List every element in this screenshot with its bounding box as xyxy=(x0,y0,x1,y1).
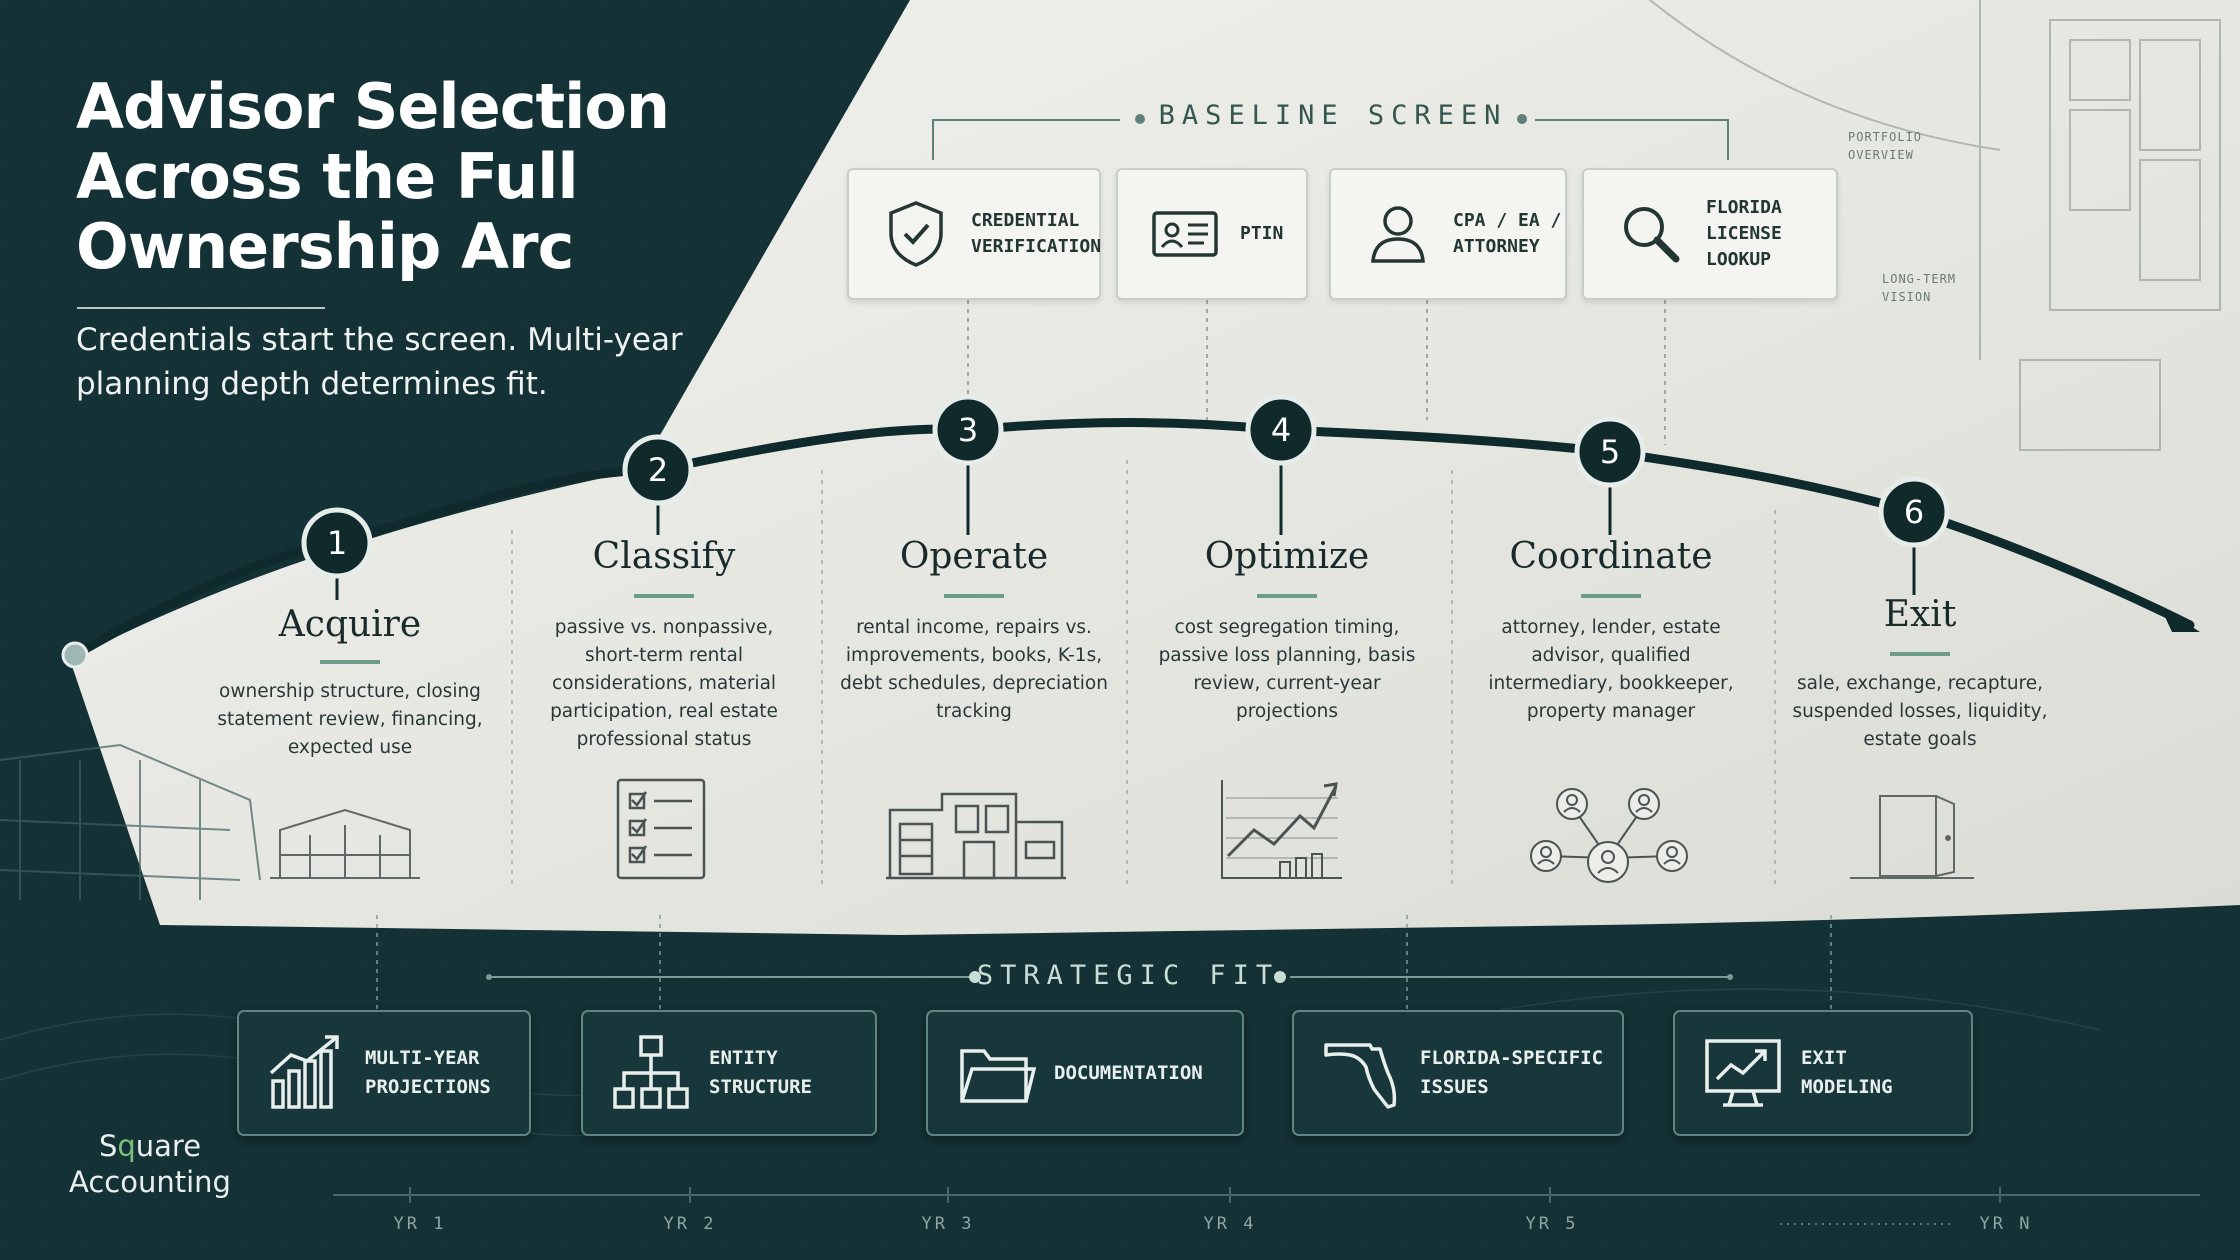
monitor-chart-icon xyxy=(1705,1039,1781,1107)
house-sketch xyxy=(0,743,261,900)
growth-chart-icon xyxy=(1221,780,1342,879)
timeline-year-n: YR N xyxy=(1979,1214,2033,1234)
network-people-icon xyxy=(1530,788,1688,883)
node-stems xyxy=(335,460,1916,600)
step-number-1: 1 xyxy=(326,524,348,562)
timeline-year-1: YR 1 xyxy=(393,1214,447,1234)
timeline-axis xyxy=(333,1187,2200,1203)
blueprint-sketch xyxy=(1649,0,2221,451)
page-title: Advisor Selection Across the Full Owners… xyxy=(76,70,670,283)
step-number-3: 3 xyxy=(957,411,979,449)
stage-desc-classify: passive vs. nonpassive, short-term renta… xyxy=(550,617,778,750)
stage-divider xyxy=(634,594,694,598)
baseline-card-florida-license: FLORIDA LICENSE LOOKUP xyxy=(1582,168,1838,300)
baseline-card-ptin: PTIN xyxy=(1116,168,1308,300)
logo-line-2: Accounting xyxy=(69,1165,231,1199)
stage-divider xyxy=(944,594,1004,598)
baseline-card-cpa: CPA / EA / ATTORNEY xyxy=(1329,168,1567,300)
shield-check-icon xyxy=(889,201,943,267)
bracket-dot-right xyxy=(1517,114,1527,124)
arc-start-dot xyxy=(61,641,89,669)
baseline-card-label: FLORIDA LICENSE LOOKUP xyxy=(1706,197,1782,270)
magnifier-icon xyxy=(1624,207,1680,263)
page-subtitle: Credentials start the screen. Multi-year… xyxy=(76,322,683,402)
strategic-card-projections: MULTI-YEAR PROJECTIONS xyxy=(237,1010,531,1136)
strategic-card-florida: FLORIDA-SPECIFIC ISSUES xyxy=(1292,1010,1624,1136)
strategic-card-label: DOCUMENTATION xyxy=(1054,1061,1203,1084)
ownership-arc xyxy=(70,418,2195,660)
strategic-card-label: ENTITY STRUCTURE xyxy=(709,1047,812,1098)
baseline-card-credential: CREDENTIAL VERIFICATION xyxy=(847,168,1101,300)
org-chart-icon xyxy=(613,1035,689,1109)
strategic-card-label: FLORIDA-SPECIFIC ISSUES xyxy=(1420,1047,1604,1098)
strategic-card-exit-modeling: EXIT MODELING xyxy=(1673,1010,1973,1136)
stage-title-exit: Exit xyxy=(1883,594,1957,635)
house-frame-icon xyxy=(270,808,420,879)
timeline-year-5: YR 5 xyxy=(1525,1214,1579,1234)
column-dividers xyxy=(511,460,1776,890)
stage-desc-exit: sale, exchange, recapture, suspended los… xyxy=(1792,673,2048,750)
baseline-bracket xyxy=(932,119,1729,160)
stage-divider xyxy=(1890,652,1950,656)
arc-arrowhead xyxy=(2160,606,2200,632)
step-number-6: 6 xyxy=(1903,493,1925,531)
step-number-5: 5 xyxy=(1599,433,1621,471)
stage-title-classify: Classify xyxy=(592,536,736,577)
strategic-heading: STRATEGIC FIT xyxy=(976,960,1280,991)
strategic-card-entity: ENTITY STRUCTURE xyxy=(581,1010,877,1136)
baseline-heading: BASELINE SCREEN xyxy=(1158,100,1508,131)
stage-desc-optimize: cost segregation timing, passive loss pl… xyxy=(1158,617,1416,722)
blueprint-note-portfolio: PORTFOLIO OVERVIEW xyxy=(1848,130,1923,162)
stage-desc-acquire: ownership structure, closing statement r… xyxy=(217,681,483,758)
stage-desc-operate: rental income, repairs vs. improvements,… xyxy=(840,617,1108,722)
stage-title-coordinate: Coordinate xyxy=(1509,536,1713,577)
stage-title-acquire: Acquire xyxy=(278,604,422,645)
stage-desc-coordinate: attorney, lender, estate advisor, qualif… xyxy=(1488,617,1734,722)
strategic-card-label: EXIT MODELING xyxy=(1801,1047,1893,1098)
folder-icon xyxy=(960,1049,1036,1103)
florida-map-icon xyxy=(1324,1043,1397,1109)
bracket-dot-left xyxy=(1135,114,1145,124)
blueprint-note-vision: LONG-TERM VISION xyxy=(1882,272,1957,304)
baseline-card-label: PTIN xyxy=(1240,223,1284,244)
logo-line-1: Square xyxy=(98,1129,202,1163)
timeline-year-3: YR 3 xyxy=(921,1214,975,1234)
step-number-2: 2 xyxy=(647,451,669,489)
person-icon xyxy=(1371,206,1425,263)
stage-divider xyxy=(1581,594,1641,598)
open-door-icon xyxy=(1850,795,1974,879)
strategic-card-label: MULTI-YEAR PROJECTIONS xyxy=(365,1047,491,1098)
title-divider xyxy=(77,307,325,309)
baseline-card-label: CREDENTIAL VERIFICATION xyxy=(971,210,1102,257)
stage-title-operate: Operate xyxy=(899,536,1049,577)
baseline-card-label: CPA / EA / ATTORNEY xyxy=(1453,210,1562,257)
id-card-icon xyxy=(1152,211,1218,257)
step-number-4: 4 xyxy=(1270,411,1292,449)
bar-chart-icon xyxy=(269,1035,339,1109)
stage-divider xyxy=(1257,594,1317,598)
timeline-year-2: YR 2 xyxy=(663,1214,717,1234)
stage-divider xyxy=(320,660,380,664)
checklist-icon xyxy=(616,778,706,880)
stage-title-optimize: Optimize xyxy=(1204,536,1370,577)
step-nodes xyxy=(301,394,1950,579)
strategic-card-documentation: DOCUMENTATION xyxy=(926,1010,1244,1136)
timeline-year-4: YR 4 xyxy=(1203,1214,1257,1234)
building-icon xyxy=(886,792,1066,880)
square-accounting-logo: Square Accounting xyxy=(60,1128,240,1200)
strategic-connectors xyxy=(376,915,1832,1010)
